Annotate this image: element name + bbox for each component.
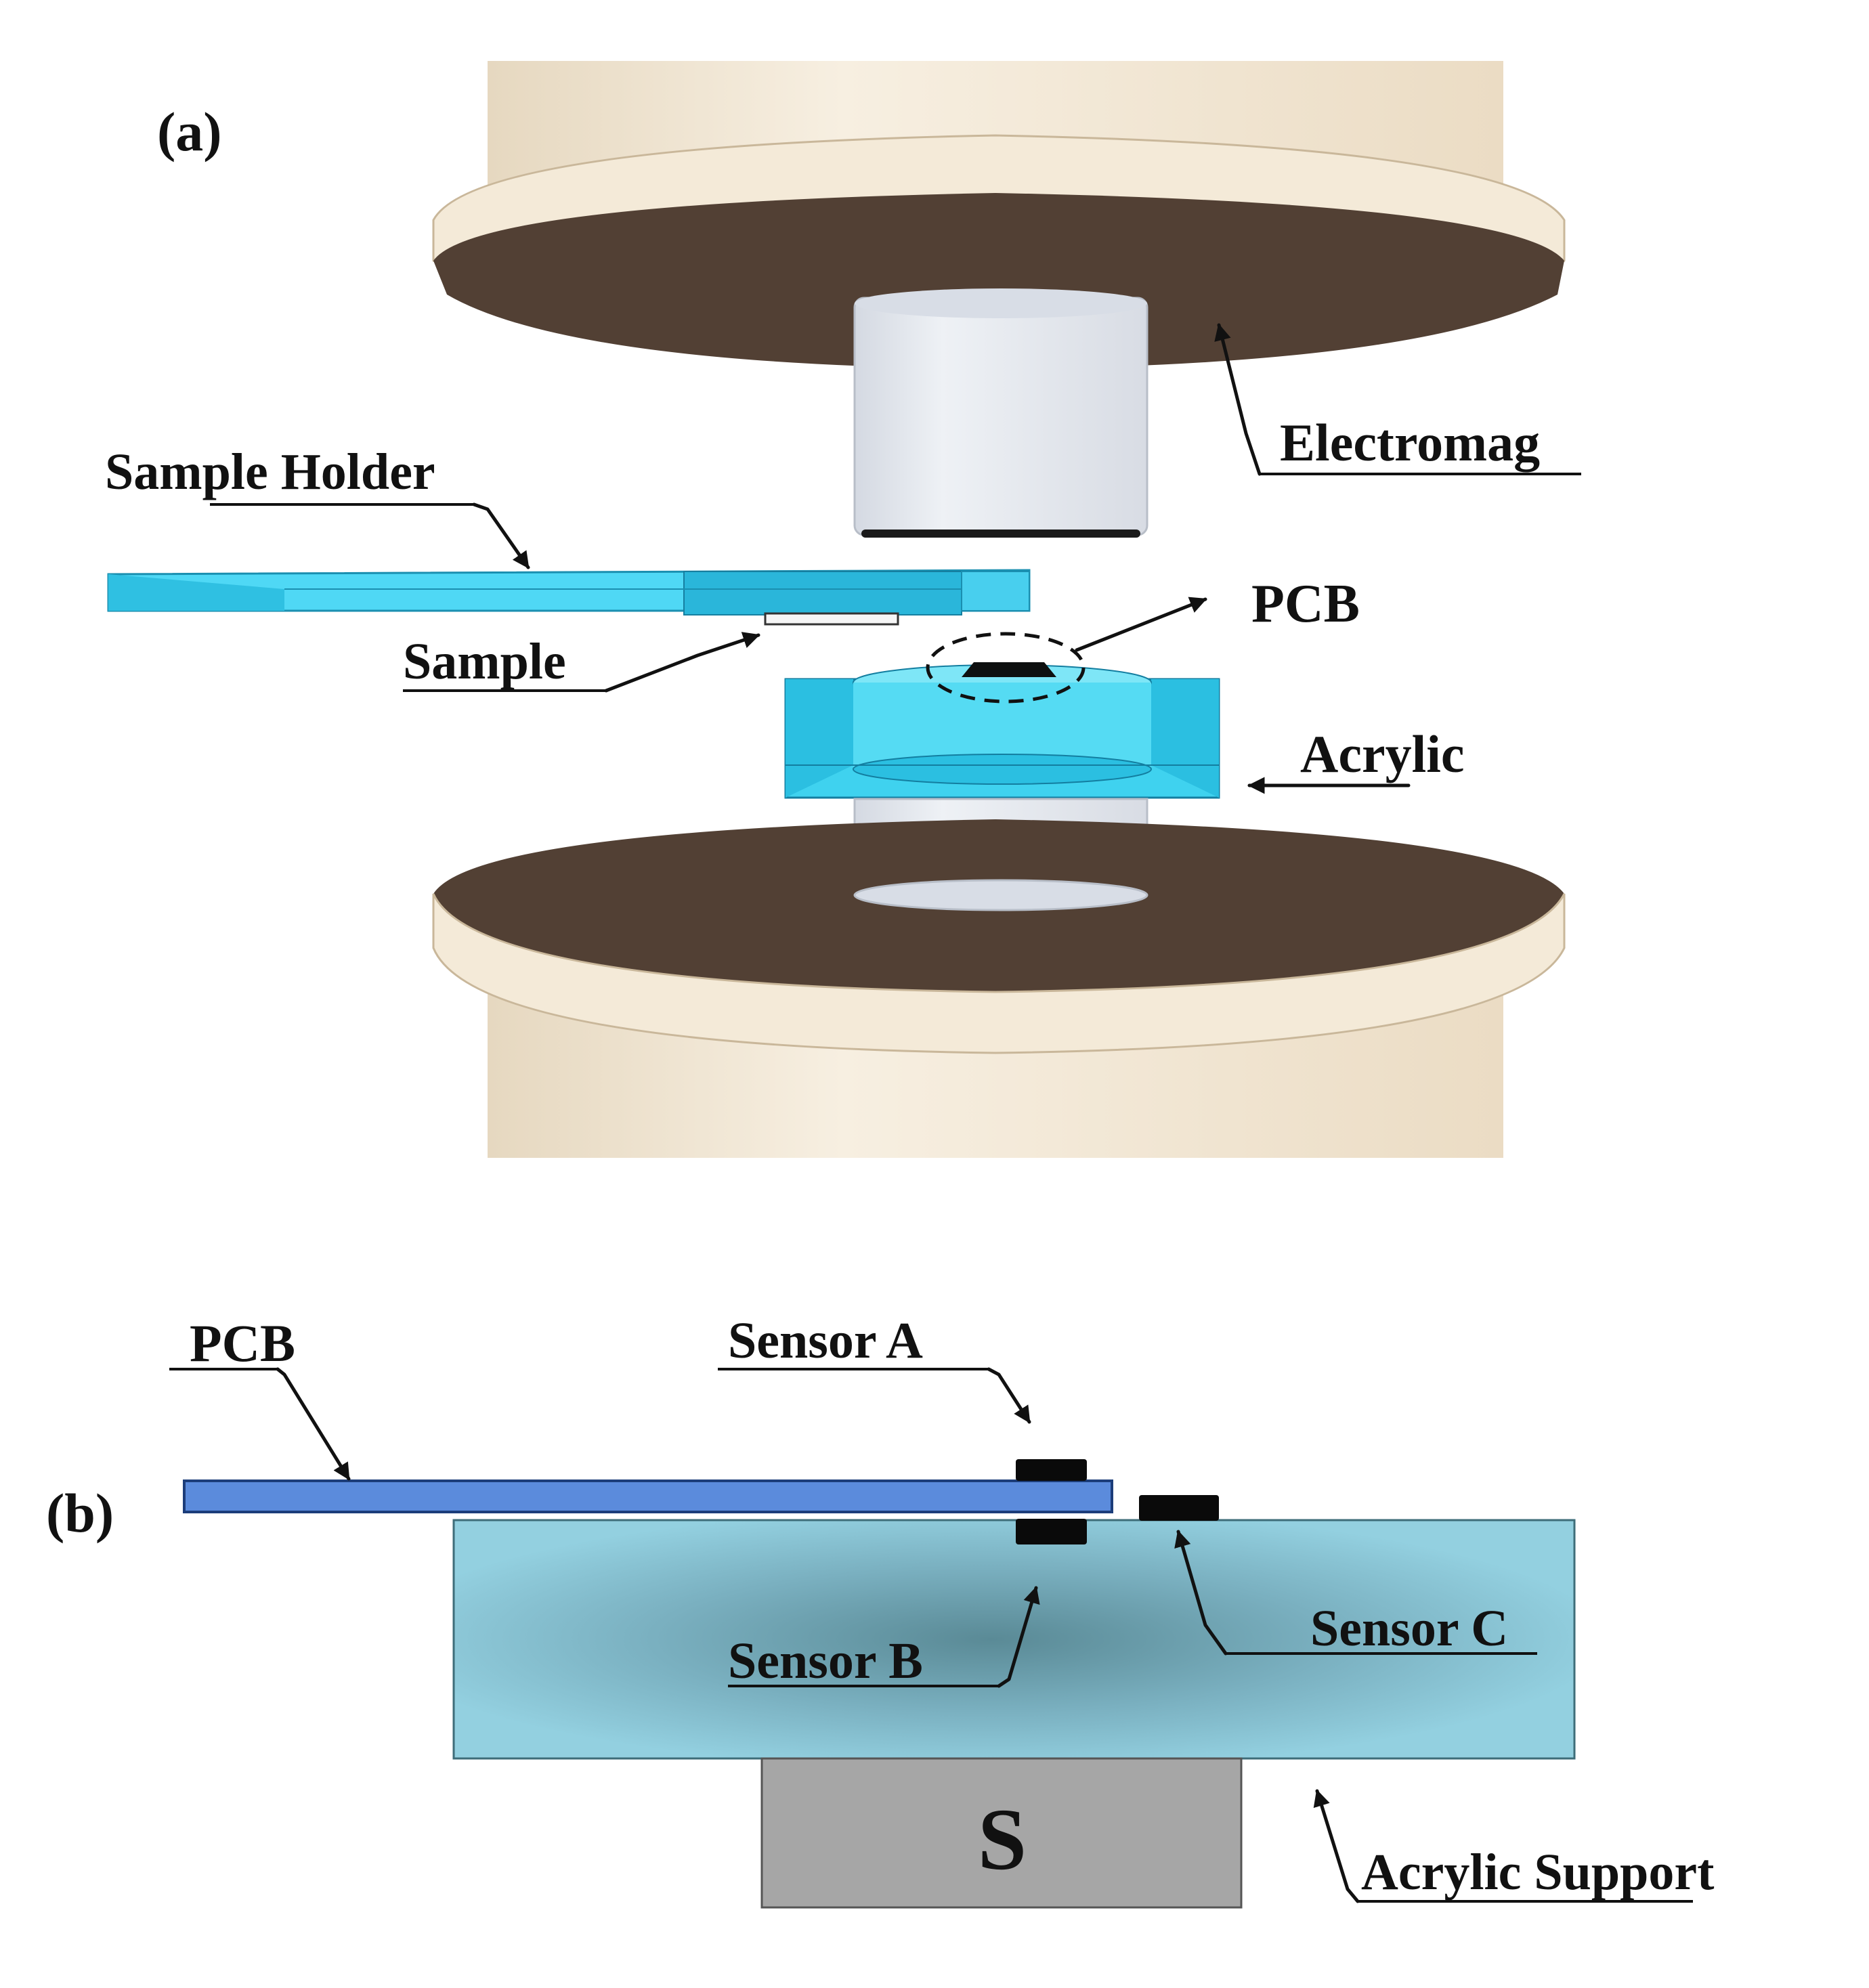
pcb-board — [183, 1479, 1113, 1513]
acrylic-box — [784, 664, 1220, 799]
acrylic-label: Acrylic — [1300, 725, 1465, 783]
upper-core — [853, 297, 1148, 536]
panel-a-label: (a) — [157, 101, 222, 163]
sample-label: Sample — [403, 633, 566, 690]
sensor-c-shape — [1139, 1495, 1219, 1521]
sample-shape — [764, 612, 899, 626]
pcb-chip — [962, 662, 1056, 677]
sensor-c-label: Sensor C — [1310, 1600, 1508, 1657]
upper-core-top — [855, 288, 1147, 318]
acrylic-support-shape — [452, 1519, 1576, 1760]
lower-pole-disc-rim — [432, 893, 1566, 1054]
sensor-a-label: Sensor A — [728, 1312, 923, 1369]
sensor-b-label: Sensor B — [728, 1633, 923, 1689]
pcb-highlight-ellipse — [926, 632, 1086, 704]
sensor-b-shape — [1016, 1519, 1087, 1544]
panel-b: S (b) PCB Sensor A Sensor B Sensor C Acr… — [46, 1312, 1714, 1909]
magnet-block — [760, 1757, 1243, 1909]
pcb-label-b: PCB — [190, 1314, 295, 1373]
magnet-label: S — [978, 1791, 1027, 1888]
sensor-a-shape — [1016, 1459, 1087, 1481]
electromag-label: Electromag — [1280, 413, 1540, 472]
lower-core-base — [853, 879, 1148, 911]
upper-pole-face — [433, 193, 1564, 369]
panel-b-label: (b) — [46, 1482, 114, 1544]
pcb-label-a: PCB — [1251, 574, 1360, 634]
sample-holder-shape — [107, 569, 1031, 615]
sample-holder-label: Sample Holder — [105, 444, 435, 500]
acrylic-support-label: Acrylic Support — [1361, 1844, 1714, 1901]
panel-a: (a) Electromag Sample Holder PCB Sample … — [105, 61, 1581, 1158]
upper-core-bottom-edge — [861, 530, 1140, 538]
